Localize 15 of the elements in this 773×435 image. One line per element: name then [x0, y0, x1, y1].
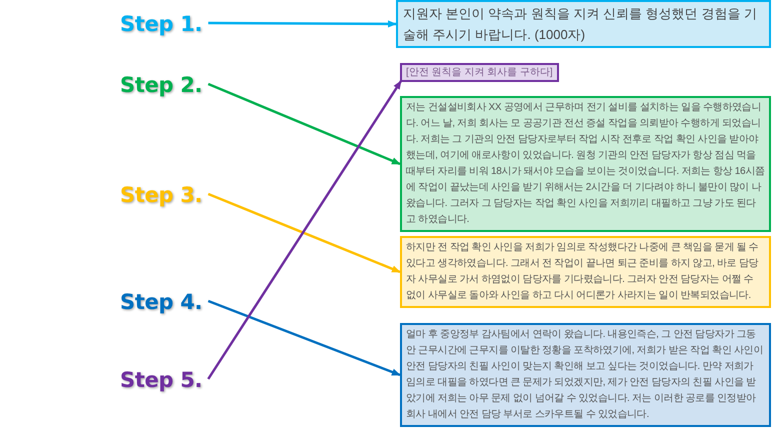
- answer-paragraph-box: 하지만 전 작업 확인 사인을 저희가 임의로 작성했다간 나중에 큰 책임을 묻게 될 수 있다고 생각하였습니다. 그래서 전 작업이 끝나면 퇴근 준비를 하지 않고, 바로 담당자 사무실로 가서 하염없이 담당자를 기다렸습니다. 그러자 안전 담당자는 어쩔 수 없이 사무실로 돌아와 사인을 하고 다시 어디론가 사라지는 일이 반복되었습니다.: [400, 236, 771, 308]
- step-label: Step 2.: [120, 71, 202, 99]
- step-label: Step 1.: [120, 10, 202, 38]
- question-box: 지원자 본인이 약속과 원칙을 지켜 신뢰를 형성했던 경험을 기술해 주시기 바랍니다. (1000자): [396, 0, 771, 48]
- subtitle-tag: [안전 원칙을 지켜 회사를 구하다]: [400, 63, 559, 82]
- arrow: [208, 192, 401, 274]
- arrow: [208, 300, 401, 376]
- step-label: Step 5.: [120, 366, 202, 394]
- arrow: [207, 80, 402, 380]
- step-label: Step 3.: [120, 181, 202, 209]
- arrow: [208, 82, 401, 166]
- step-label: Step 4.: [120, 288, 202, 316]
- answer-paragraph-box: 저는 건설설비회사 XX 공영에서 근무하며 전기 설비를 설치하는 일을 수행하였습니다. 어느 날, 저희 회사는 모 공공기관 전선 증설 작업을 의뢰받아 수행하게 되었습니다. 저희는 그 기관의 안전 담당자로부터 작업 시작 전후로 작업 확인 사인을 받아야 했는데, 여기에 애로사항이 있었습니다. 원청 기관의 안전 담당자가 항상 점심 먹을 때부터 자리를 비워 18시가 돼서야 모습을 보이는 것이었습니다. 저희는 항상 16시쯤에 작업이 끝났는데 사인을 받기 위해서는 2시간을 더 기다려야 하니 불만이 많이 나왔습니다. 그러자 그 담당자는 작업 확인 사인을 저희끼리 대필하고 그냥 가도 된다고 하였습니다.: [400, 96, 771, 232]
- answer-paragraph-box: 얼마 후 중앙정부 감사팀에서 연락이 왔습니다. 내용인즉슨, 그 안전 담당자가 그동안 근무시간에 근무지를 이탈한 정황을 포착하였기에, 저희가 받은 작업 확인 사인이 안전 담당자의 친필 사인이 맞는지 확인해 보고 싶다는 것이었습니다. 만약 저희가 임의로 대필을 하였다면 큰 문제가 되었겠지만, 제가 안전 담당자의 친필 사인을 받았기에 저희는 아무 문제 없이 넘어갈 수 있었습니다. 저는 이러한 공로를 인정받아 회사 내에서 안전 담당 부서로 스카우트될 수 있었습니다.: [400, 323, 771, 427]
- arrow: [208, 20, 397, 28]
